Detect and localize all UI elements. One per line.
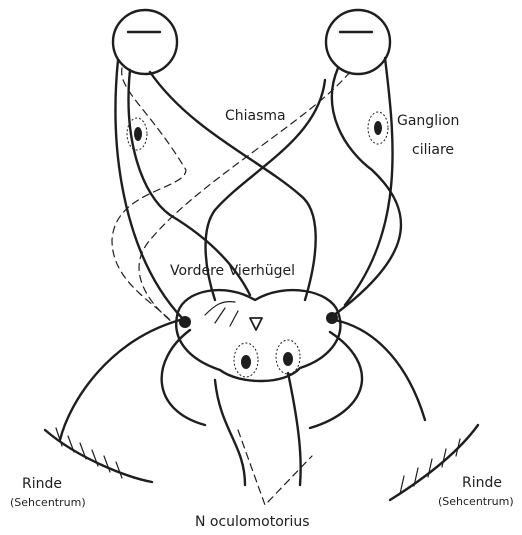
optic-radiation-right	[310, 320, 425, 428]
label-sehcentrum-left: (Sehcentrum)	[10, 496, 86, 509]
oculomotorius	[215, 373, 312, 505]
left-eye	[113, 10, 177, 74]
vordere-vierhuegel	[176, 290, 340, 381]
optic-fibers-left	[112, 60, 250, 320]
label-sehcentrum-right: (Sehcentrum)	[438, 495, 514, 508]
label-rinde-left: Rinde	[22, 476, 62, 492]
label-ciliare: ciliare	[412, 142, 454, 158]
optic-radiation-left	[60, 320, 205, 440]
right-eye	[326, 10, 390, 74]
right-ganglion-ciliare	[368, 112, 388, 144]
label-oculomotorius: N oculomotorius	[195, 514, 310, 530]
label-ganglion: Ganglion	[397, 113, 459, 129]
label-chiasma: Chiasma	[225, 108, 286, 124]
label-vierhuegel: Vordere Vierhügel	[170, 263, 295, 279]
optic-fibers-right	[139, 58, 401, 322]
label-rinde-right: Rinde	[462, 475, 502, 491]
